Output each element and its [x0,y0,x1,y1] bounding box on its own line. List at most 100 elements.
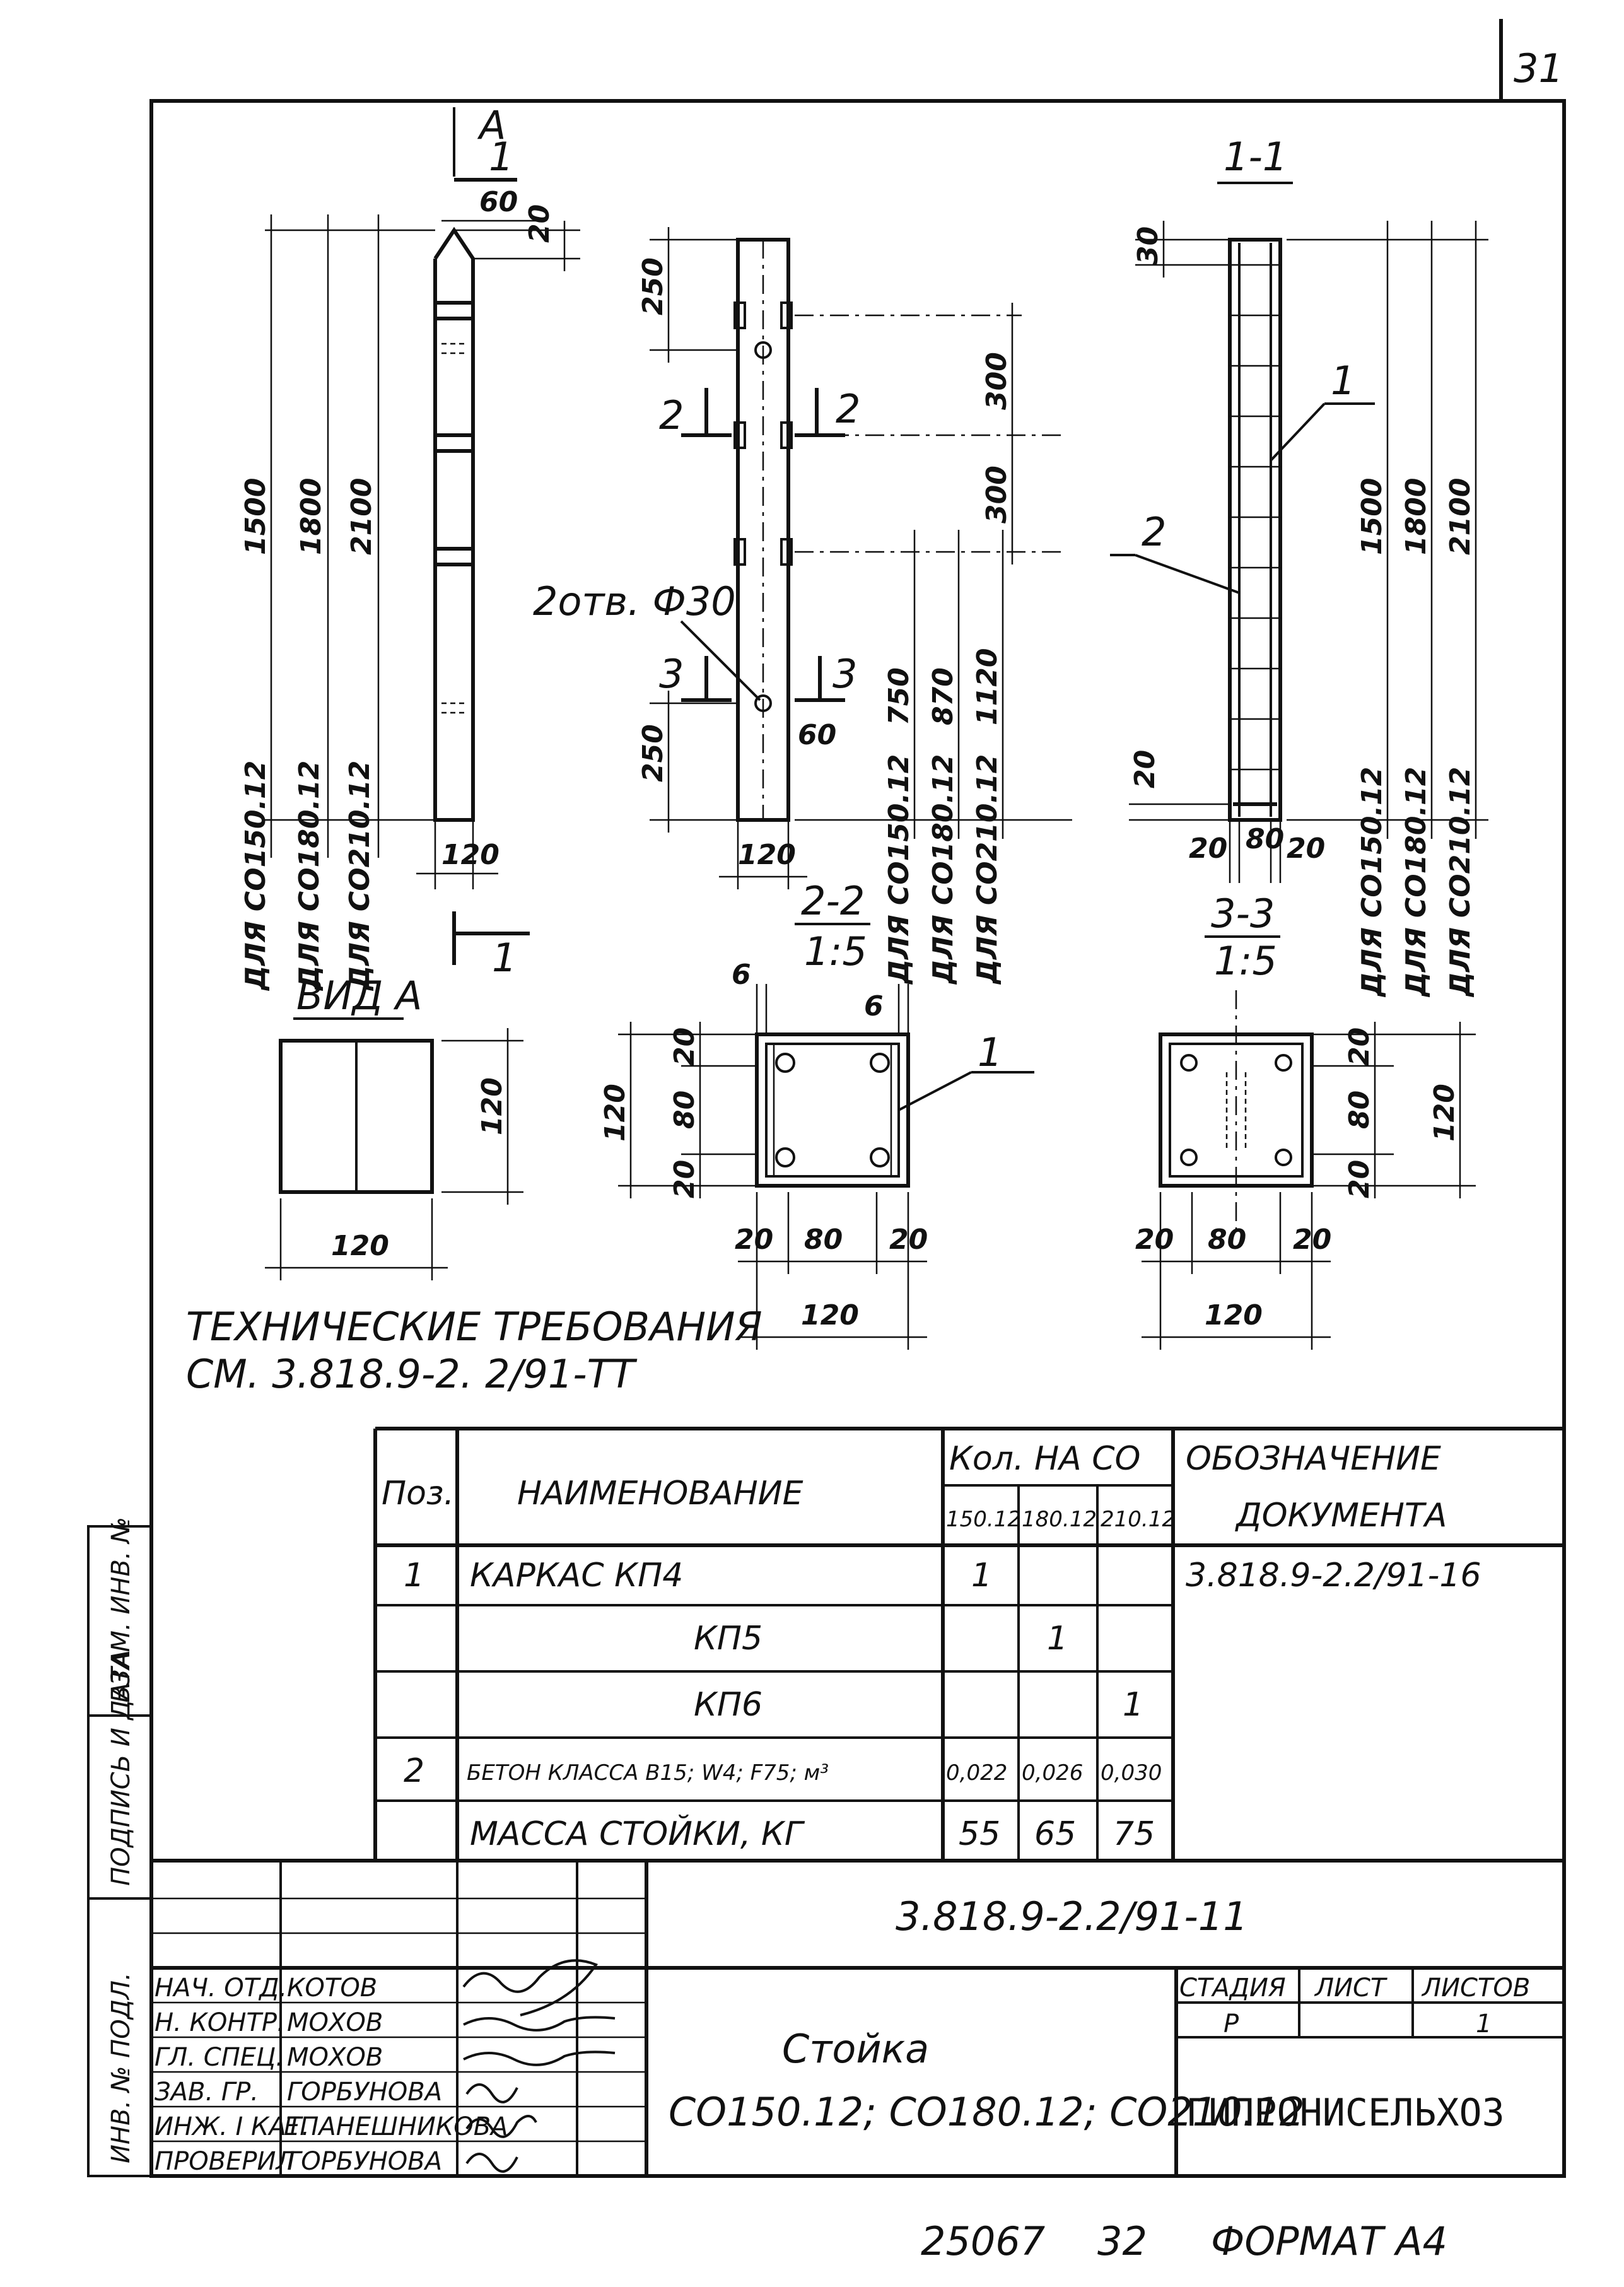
spec-header-qty-210: 210.12 [1101,1507,1176,1532]
elevation-dim-20: 20 [523,204,556,243]
spec-header-qty-180: 180.12 [1022,1507,1097,1532]
front-cut-3-left: 3 [659,651,684,697]
role-gl-spec: ГЛ. СПЕЦ. [155,2043,284,2072]
page-number: 31 [1514,45,1563,91]
footer-number: 25067 [921,2218,1045,2264]
section-3-3: 3-3 1:5 20 80 20 120 20 80 20 120 [1135,891,1476,1350]
front-note-180: ДЛЯ СО180.12 [927,754,959,985]
name-inzh: ЕПАНЕШНИКОВА [284,2112,508,2141]
front-dim-250-bottom: 250 [637,724,669,782]
front-dim-250-top: 250 [637,257,669,315]
section-1-1-dim-2100: 2100 [1444,478,1476,555]
section-2-2-title: 2-2 [801,878,865,924]
name-n-kontr: МОХОВ [287,2008,383,2037]
spec-row-5-q3: 75 [1113,1815,1155,1853]
section-1-1-callout-1: 1 [1331,358,1355,404]
role-proveril: ПРОВЕРИЛ [155,2147,295,2176]
spec-row-2-name: КП5 [694,1620,762,1658]
front-dim-1120: 1120 [971,648,1003,725]
front-note-210: ДЛЯ СО210.12 [971,754,1003,985]
front-dim-750: 750 [883,667,915,725]
section-3-3-dim-120-v: 120 [1428,1084,1461,1142]
side-stamp-inv: ИНВ. № ПОДЛ. [107,1972,136,2163]
spec-header-pos: Поз. [382,1475,454,1512]
spec-row-1-doc: 3.818.9-2.2/91-16 [1186,1557,1481,1594]
front-view: 250 300 300 2 2 2отв. Ф30 3 3 250 60 120 [533,227,1072,985]
side-stamp-podpis: ПОДПИСЬ И ДАТА [107,1650,136,1886]
spec-row: 1 КАРКАС КП4 1 3.818.9-2.2/91-16 [404,1557,1481,1594]
section-1-1-dim-30: 30 [1132,226,1164,265]
spec-row-2-q2: 1 [1047,1620,1068,1658]
section-3-3-dim-20-h-left: 20 [1135,1224,1174,1256]
section-1-1-dim-20-left: 20 [1189,833,1227,865]
section-2-2-dim-20-bottom: 20 [669,1160,701,1198]
section-1-1-title: 1-1 [1224,134,1287,180]
spec-row: КП5 1 [694,1620,1068,1658]
view-a-dim-width: 120 [331,1230,389,1262]
section-1-1-dim-80: 80 [1246,823,1284,855]
spec-row: КП6 1 [694,1686,1143,1724]
elevation-view: А 1 60 20 1500 1800 2100 ДЛЯ СО150.12 ДЛ… [240,102,580,991]
section-1-1-note-180: ДЛЯ СО180.12 [1400,767,1432,998]
section-3-3-dim-20-top: 20 [1343,1027,1376,1066]
section-2-2-dim-120-h: 120 [801,1299,859,1331]
org-name: ГИПРОНИСЕЛЬХОЗ [1186,2091,1505,2135]
stage-value: Р [1224,2009,1239,2038]
section-2-2-dim-6-right: 6 [864,990,884,1022]
spec-row: МАССА СТОЙКИ, КГ 55 65 75 [470,1815,1155,1853]
footer-format: ФОРМАТ А4 [1211,2218,1447,2264]
spec-row-4-name: БЕТОН КЛАССА В15; W4; F75; м³ [467,1760,829,1786]
elevation-dim-120: 120 [441,839,499,871]
page-number-box: 31 [1499,19,1564,103]
front-dim-300-a: 300 [981,352,1013,410]
front-dim-300-b: 300 [981,465,1013,523]
name-gl-spec: МОХОВ [287,2043,383,2072]
title-block: 3.818.9-2.2/91-11 НАЧ. ОТД. КОТОВ Н. КОН… [151,1859,1564,2176]
front-cut-2-right: 2 [836,386,860,432]
name-proveril: ГОРБУНОВА [287,2147,442,2176]
spec-row-5-name: МАССА СТОЙКИ, КГ [470,1815,805,1853]
notes-line-1: ТЕХНИЧЕСКИЕ ТРЕБОВАНИЯ [186,1304,762,1350]
spec-header-qty-150: 150.12 [946,1507,1021,1532]
section-2-2-dim-20-h-left: 20 [735,1224,773,1256]
product-name: Стойка [782,2026,929,2072]
spec-row-3-q3: 1 [1123,1686,1143,1724]
section-3-3-title: 3-3 [1211,891,1275,937]
spec-row-5-q1: 55 [959,1815,1000,1853]
elevation-note-210: ДЛЯ СО210.12 [344,761,376,991]
elevation-cut-bottom: 1 [492,935,517,981]
name-zav-gr: ГОРБУНОВА [287,2078,442,2107]
front-cut-3-right: 3 [832,651,857,697]
side-stamp: ВЗАМ. ИНВ. № ПОДПИСЬ И ДАТА ИНВ. № ПОДЛ. [87,1517,153,2177]
elevation-cut-top: 1 [489,134,513,180]
spec-row-3-name: КП6 [694,1686,762,1724]
sheet-label: ЛИСТ [1314,1974,1388,2003]
spec-row-1-q1: 1 [971,1557,992,1594]
stage-label: СТАДИЯ [1179,1974,1286,2003]
spec-row-4-q3: 0,030 [1101,1760,1162,1786]
role-zav-gr: ЗАВ. ГР. [155,2078,259,2107]
name-nach-otd: КОТОВ [287,1974,377,2003]
section-2-2-scale: 1:5 [804,928,867,974]
spec-row-1-pos: 1 [404,1557,424,1594]
section-2-2-dim-20-h-right: 20 [889,1224,928,1256]
side-stamp-vzam: ВЗАМ. ИНВ. № [107,1517,136,1703]
view-a: ВИД А 120 120 [265,973,523,1280]
front-dim-120: 120 [738,839,796,871]
role-inzh: ИНЖ. I КАТ. [155,2112,310,2141]
section-3-3-dim-20-h-right: 20 [1293,1224,1331,1256]
notes-line-2: СМ. 3.818.9-2. 2/91-ТТ [186,1351,638,1397]
spec-row-5-q2: 65 [1034,1815,1076,1853]
section-2-2-dim-120-v: 120 [599,1084,631,1142]
front-note-150: ДЛЯ СО150.12 [883,754,915,985]
signatures [462,1959,616,2173]
section-1-1-dim-1500: 1500 [1356,478,1388,555]
product-codes: СО150.12; СО180.12; СО210.12 [669,2089,1304,2135]
title-block-code: 3.818.9-2.2/91-11 [896,1893,1248,1939]
front-dim-870: 870 [927,667,959,725]
sheet-footer: 25067 32 ФОРМАТ А4 [921,2218,1447,2264]
technical-notes: ТЕХНИЧЕСКИЕ ТРЕБОВАНИЯ СМ. 3.818.9-2. 2/… [186,1304,762,1397]
spec-header-name: НАИМЕНОВАНИЕ [517,1475,803,1512]
section-2-2-dim-80-v: 80 [669,1091,701,1129]
